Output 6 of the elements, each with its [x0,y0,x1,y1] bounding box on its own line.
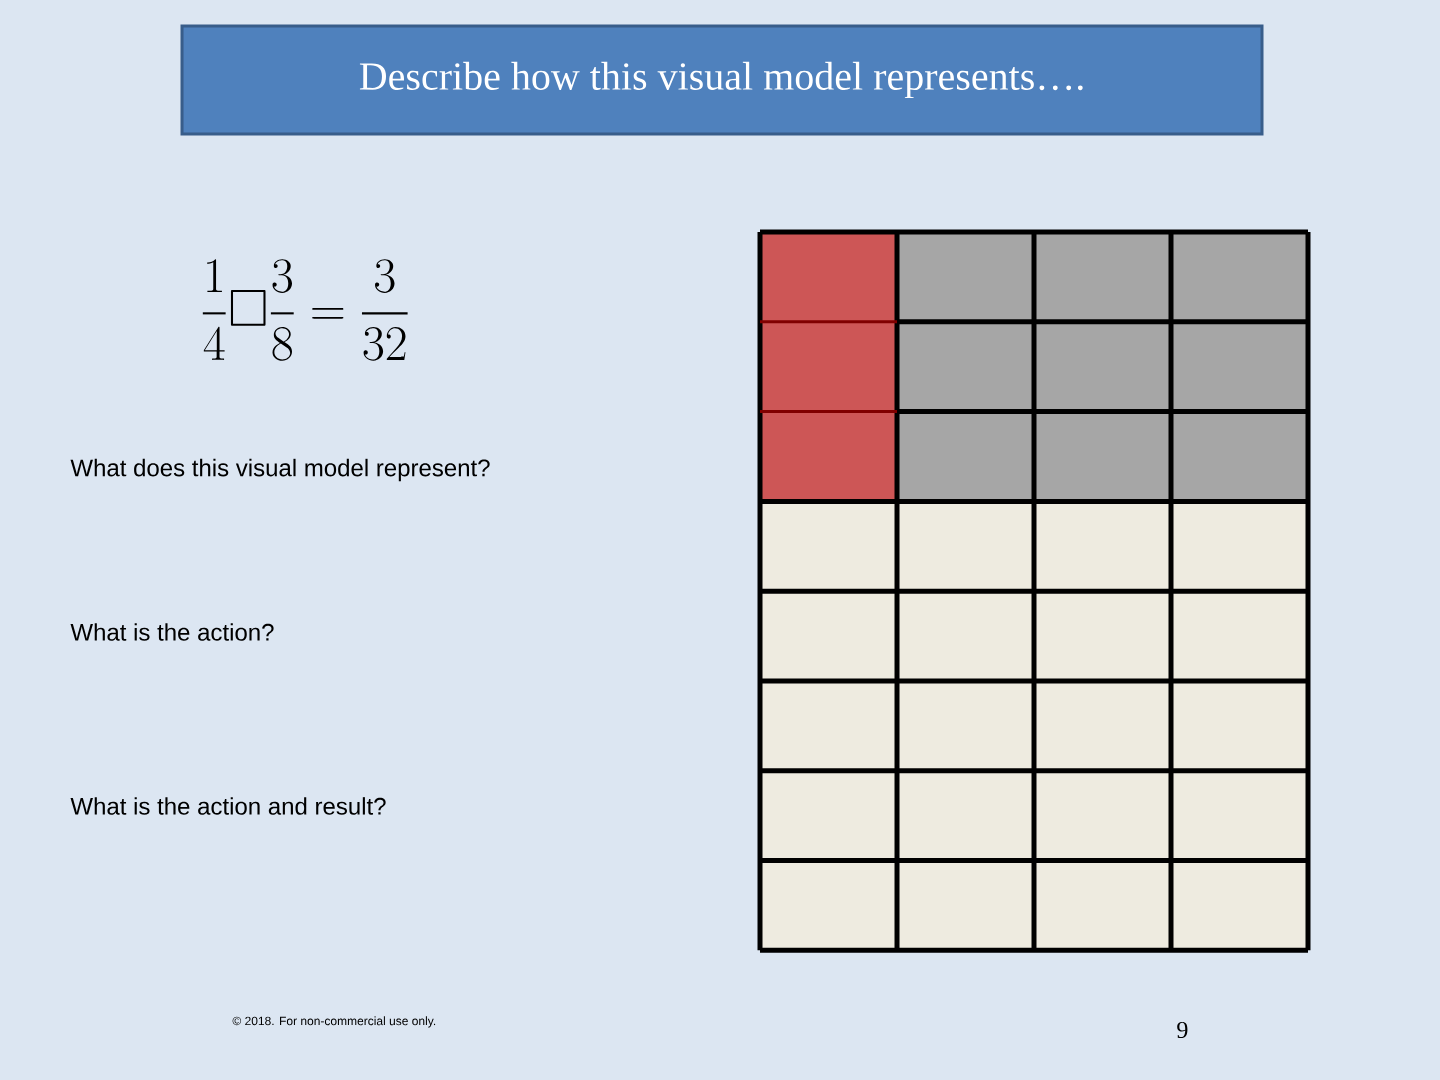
question-text: What is the action and result? [70,797,386,815]
question-text: What is the action? [70,623,274,641]
page-number: 9 [1177,1021,1188,1038]
question-text: What does this visual model represent? [70,458,490,482]
formula: $\frac{1}{4}\square\frac{3}{8}=\frac{3}{32}$ [202,259,408,361]
title-box: Describe how this visual model represents…. [180,24,1264,136]
